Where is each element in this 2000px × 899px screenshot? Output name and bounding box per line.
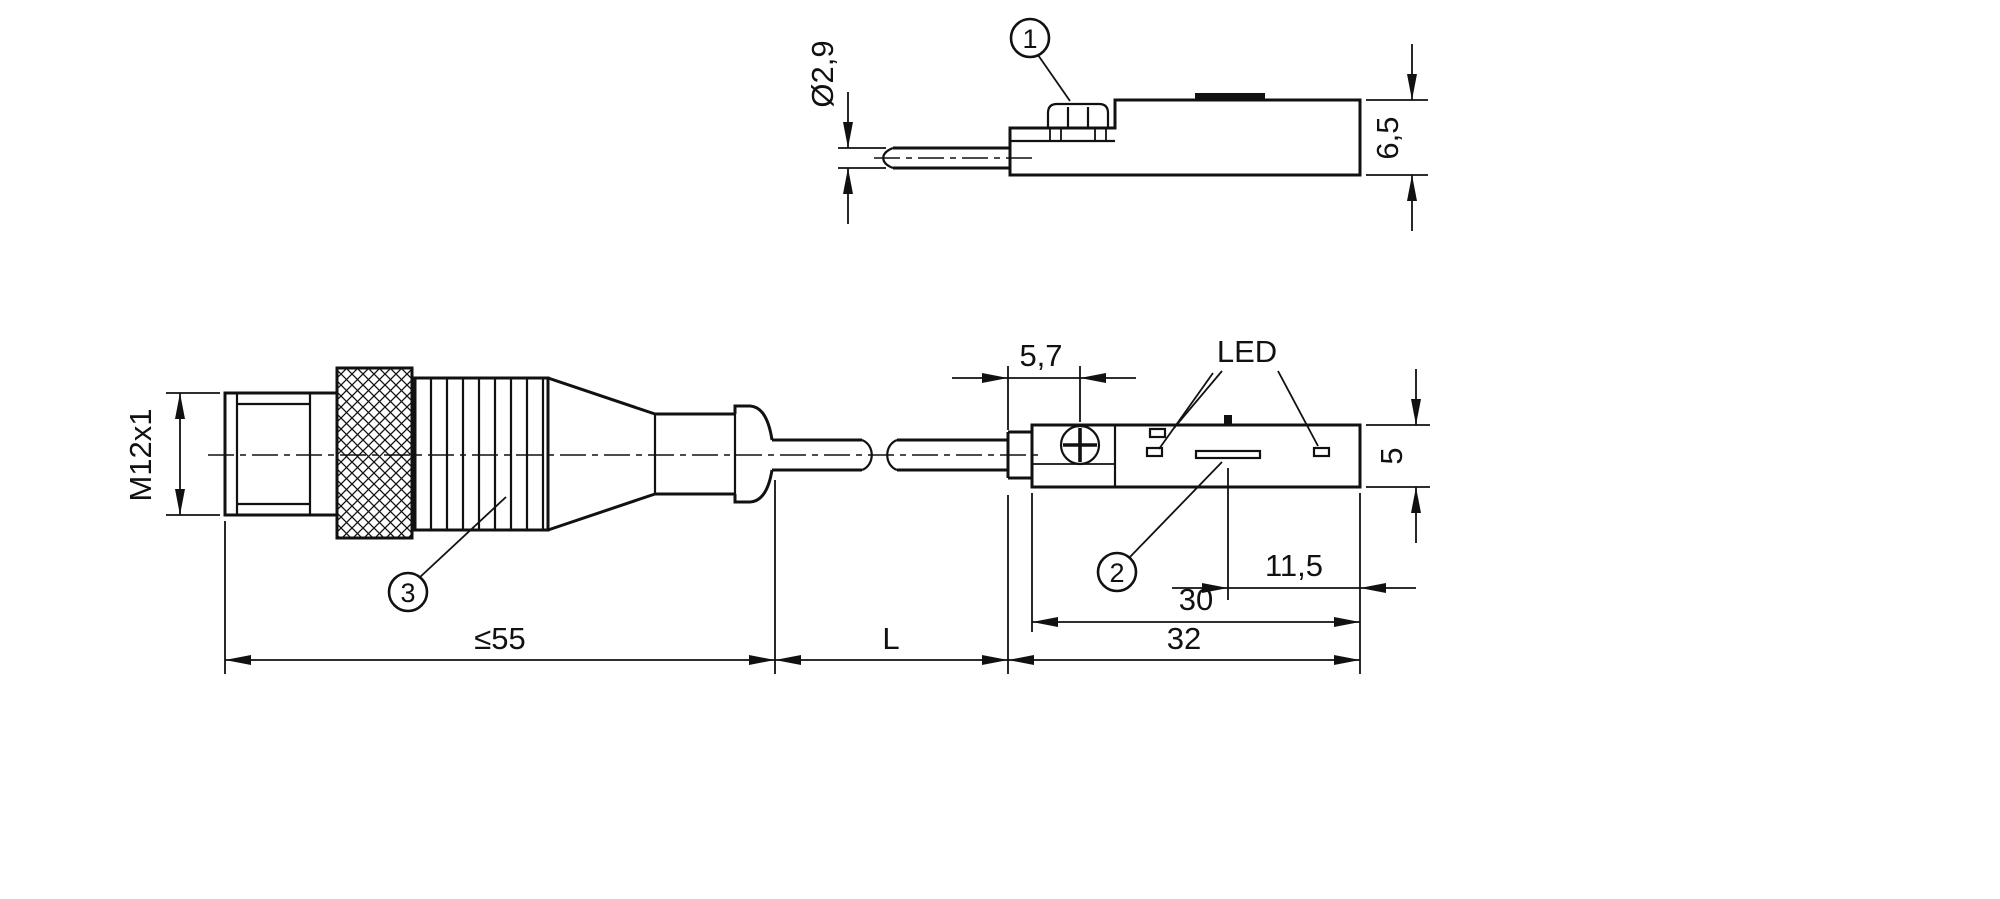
dim-slot-offset-label: 11,5 <box>1265 548 1323 583</box>
dim-cable-length-label: L <box>882 621 899 656</box>
dim-height-6-5: 6,5 <box>1366 44 1428 231</box>
clamp-screw-side <box>1046 102 1110 142</box>
clamp-screw-front <box>1059 424 1101 466</box>
callout-2-balloon <box>1096 551 1138 593</box>
dim-m12-label: M12x1 <box>123 408 158 501</box>
sensor-end-cap <box>1006 430 1032 480</box>
led-indicator-3 <box>1312 446 1331 458</box>
connector-ribbed-body <box>413 376 550 532</box>
callout-2-label: 2 <box>1109 558 1124 588</box>
slot-top-mark <box>1224 415 1232 426</box>
dim-height-6-5-label: 6,5 <box>1370 116 1405 159</box>
dim-connector-length-label: ≤55 <box>474 621 526 656</box>
dim-m12-thread: M12x1 <box>123 392 220 516</box>
led-indicator-2 <box>1145 446 1164 458</box>
dim-cable-diameter-label: Ø2,9 <box>805 40 840 107</box>
callout-1-balloon <box>1009 17 1051 59</box>
dim-height-5: 5 <box>1366 369 1430 543</box>
callout-1-label: 1 <box>1022 24 1037 54</box>
connector-view: M12x1 3 ≤55 L <box>123 366 1038 674</box>
dim-connector-length: ≤55 <box>224 480 776 674</box>
sensor-side-view: LED 5,7 5 2 <box>897 334 1430 674</box>
top-side-view: Ø2,9 6,5 1 <box>805 17 1428 231</box>
dim-cable-diameter: Ø2,9 <box>805 40 886 224</box>
sensor-body <box>1030 423 1362 489</box>
dim-slot-offset: 11,5 <box>1172 468 1416 674</box>
callout-3-label: 3 <box>400 578 415 608</box>
cable-with-break <box>772 438 898 472</box>
sensing-slot <box>1194 449 1262 460</box>
dim-length-30-label: 30 <box>1179 582 1213 617</box>
dim-length-32: 32 <box>1008 621 1360 665</box>
led-label-group: LED <box>1158 334 1319 450</box>
cable-top-view <box>882 146 1010 170</box>
knurled-nut <box>335 366 414 540</box>
connector-strain-relief <box>547 376 774 532</box>
dim-length-32-label: 32 <box>1167 621 1201 656</box>
callout-2: 2 <box>1096 461 1223 593</box>
dim-screw-offset-label: 5,7 <box>1019 338 1062 373</box>
dim-cable-length: L <box>775 495 1009 674</box>
cable-sensor-side <box>897 438 1008 472</box>
led-indicator-1 <box>1148 427 1167 439</box>
dim-length-30: 30 <box>1031 493 1360 632</box>
m12-thread-section <box>223 391 339 517</box>
callout-1: 1 <box>1009 17 1071 102</box>
sensor-body-top-view <box>1008 98 1362 177</box>
top-slot-tab <box>1195 93 1265 100</box>
callout-3-balloon <box>387 571 429 613</box>
led-label: LED <box>1217 334 1277 369</box>
callout-3: 3 <box>387 496 507 613</box>
dim-height-5-label: 5 <box>1374 447 1409 464</box>
dim-screw-offset: 5,7 <box>952 338 1136 430</box>
